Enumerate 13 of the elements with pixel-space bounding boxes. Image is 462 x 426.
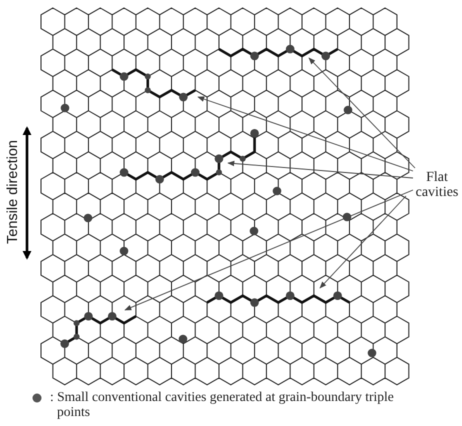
leader-arrow <box>124 190 414 310</box>
leader-arrow <box>227 160 414 178</box>
legend-text: : Small conventional cavities generated at grain-boundary triple points <box>50 389 395 419</box>
leader-arrow <box>320 196 406 288</box>
flat-cavity <box>112 68 196 102</box>
flat-cavity <box>60 312 137 348</box>
leader-arrow <box>197 96 414 172</box>
flat-cavity <box>206 291 350 307</box>
axis-label: Tensile direction <box>4 139 22 246</box>
flat-cavity <box>120 129 259 184</box>
leader-arrow <box>308 58 416 168</box>
callout-label: Flat cavities <box>414 170 460 200</box>
flat-cavity <box>218 44 338 60</box>
